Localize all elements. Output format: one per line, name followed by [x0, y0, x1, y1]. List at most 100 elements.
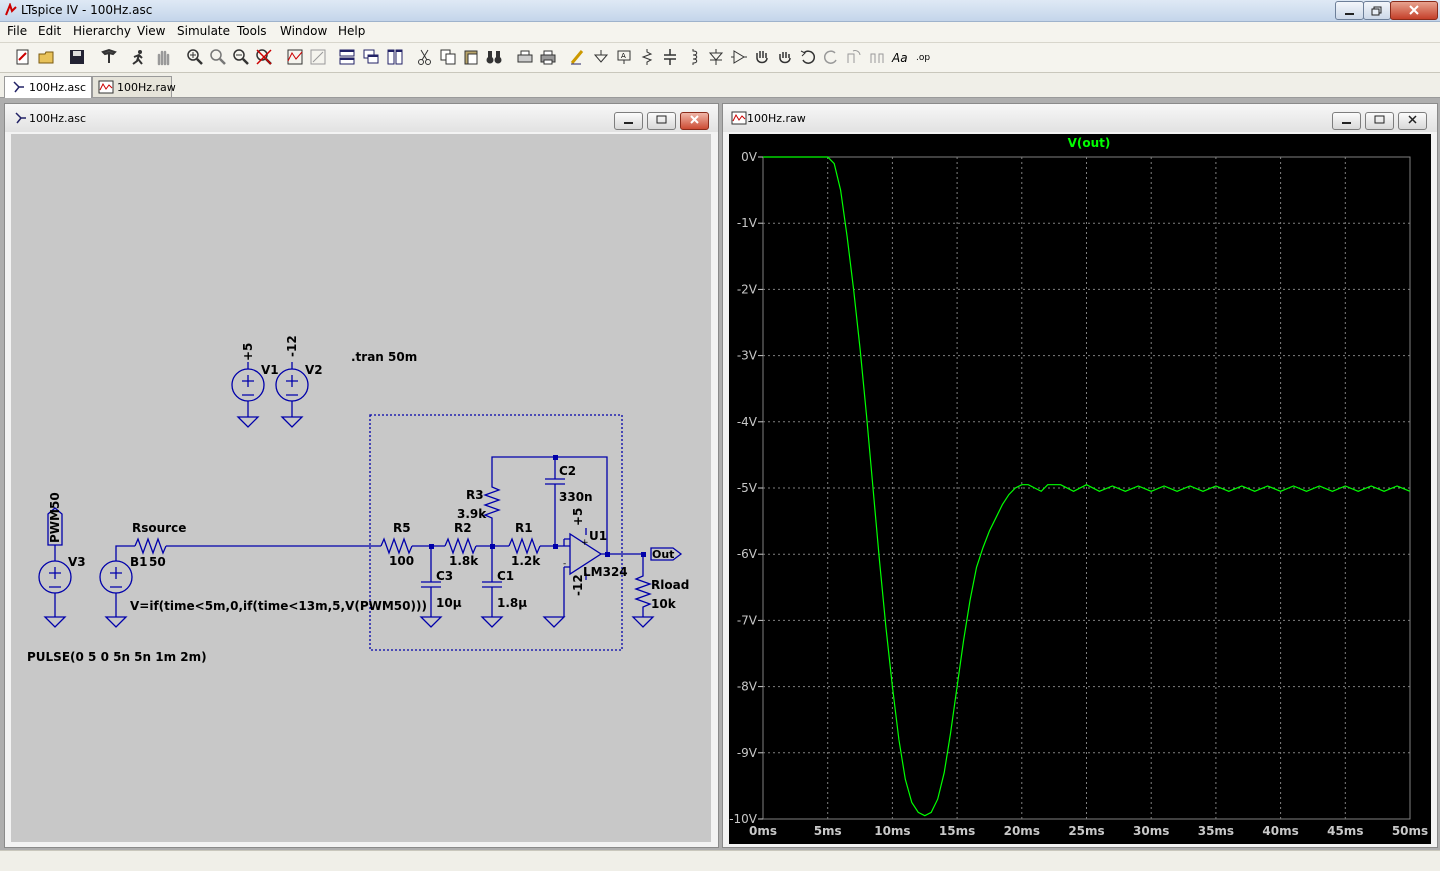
menu-edit[interactable]: Edit: [38, 24, 62, 38]
control-panel-icon[interactable]: [100, 48, 118, 66]
print-setup-icon[interactable]: [516, 48, 534, 66]
trace-vout[interactable]: [763, 156, 1411, 817]
v1-name[interactable]: V1: [261, 363, 279, 377]
menu-help[interactable]: Help: [338, 24, 366, 38]
cascade-icon[interactable]: [362, 48, 380, 66]
spice-directive-icon[interactable]: .op: [914, 48, 932, 66]
zoom-out-icon[interactable]: [232, 48, 250, 66]
halt-icon[interactable]: [154, 48, 172, 66]
mirror-icon[interactable]: [868, 48, 886, 66]
v2-value[interactable]: -12: [285, 335, 299, 357]
window-titlebar: LTspice IV - 100Hz.asc: [0, 0, 1440, 22]
find-icon[interactable]: [485, 48, 503, 66]
restore-button[interactable]: [1363, 1, 1391, 20]
c3-name[interactable]: C3: [436, 569, 453, 583]
u1-name[interactable]: U1: [589, 529, 607, 543]
x-tick-label: 50ms: [1392, 824, 1428, 838]
x-tick-label: 30ms: [1133, 824, 1169, 838]
menu-tools[interactable]: Tools: [237, 24, 267, 38]
print-icon[interactable]: [539, 48, 557, 66]
schematic-icon: [15, 112, 26, 124]
c2-value[interactable]: 330n: [559, 490, 593, 504]
r5-name[interactable]: R5: [393, 521, 411, 535]
redo-icon[interactable]: [822, 48, 840, 66]
schematic-restore-button[interactable]: [647, 112, 676, 130]
schematic-canvas[interactable]: .tran 50m V1 +5 V2 -12 PWM50 V3 PULSE(0 …: [11, 134, 711, 842]
move-icon[interactable]: [753, 48, 771, 66]
menu-hierarchy[interactable]: Hierarchy: [73, 24, 132, 38]
v3-name[interactable]: V3: [68, 555, 86, 569]
tab-100hz-asc[interactable]: 100Hz.asc: [4, 76, 92, 98]
run-icon[interactable]: [130, 48, 148, 66]
draw-wire-icon[interactable]: [569, 48, 587, 66]
b1-value[interactable]: V=if(time<5m,0,if(time<13m,5,V(PWM50))): [130, 599, 427, 613]
trace-name[interactable]: V(out): [1068, 136, 1111, 150]
text-icon[interactable]: Aa: [891, 48, 909, 66]
v2-name[interactable]: V2: [305, 363, 323, 377]
r5-value[interactable]: 100: [389, 554, 414, 568]
c2-name[interactable]: C2: [559, 464, 576, 478]
pwm50-net-label[interactable]: PWM50: [48, 492, 62, 543]
y-tick-label: 0V: [741, 150, 758, 164]
rload-name[interactable]: Rload: [651, 578, 689, 592]
u1-value[interactable]: LM324: [583, 565, 628, 579]
autorange-icon[interactable]: [286, 48, 304, 66]
b1-name[interactable]: B1: [130, 555, 148, 569]
schematic-minimize-button[interactable]: [614, 112, 643, 130]
tran-directive[interactable]: .tran 50m: [351, 350, 417, 364]
zoom-fit-icon[interactable]: [255, 48, 273, 66]
rsource-value[interactable]: 50: [149, 555, 166, 569]
schematic-close-button[interactable]: [680, 112, 709, 130]
rotate-icon[interactable]: [845, 48, 863, 66]
tile-vertical-icon[interactable]: [386, 48, 404, 66]
c1-value[interactable]: 1.8μ: [497, 596, 527, 610]
waveform-restore-button[interactable]: [1365, 112, 1394, 130]
r2-value[interactable]: 1.8k: [449, 554, 479, 568]
waveform-plot[interactable]: V(out) 0V-1V-2V-3V-4V-5V-6V-7V-8V-9V-10V…: [729, 134, 1431, 844]
drag-icon[interactable]: [776, 48, 794, 66]
r3-value[interactable]: 3.9k: [457, 507, 487, 521]
zoom-in-icon[interactable]: [186, 48, 204, 66]
v1-value[interactable]: +5: [241, 343, 255, 361]
out-net-label[interactable]: Out: [652, 548, 674, 561]
component-icon[interactable]: [730, 48, 748, 66]
close-button[interactable]: [1390, 1, 1438, 20]
zoom-pan-icon[interactable]: [209, 48, 227, 66]
tile-horizontal-icon[interactable]: [338, 48, 356, 66]
r2-name[interactable]: R2: [454, 521, 472, 535]
tab-100hz-raw[interactable]: 100Hz.raw: [92, 76, 176, 97]
rload-value[interactable]: 10k: [651, 597, 677, 611]
paste-icon[interactable]: [462, 48, 480, 66]
undo-icon[interactable]: [799, 48, 817, 66]
open-icon[interactable]: [38, 48, 56, 66]
v3-value[interactable]: PULSE(0 5 0 5n 5n 1m 2m): [27, 650, 207, 664]
r1-value[interactable]: 1.2k: [511, 554, 541, 568]
diode-icon[interactable]: [707, 48, 725, 66]
save-icon[interactable]: [68, 48, 86, 66]
rsource-name[interactable]: Rsource: [132, 521, 186, 535]
r3-name[interactable]: R3: [466, 488, 484, 502]
menu-file[interactable]: File: [7, 24, 28, 38]
minimize-icon: [624, 122, 633, 124]
delete-trace-icon[interactable]: [309, 48, 327, 66]
status-bar: [0, 850, 1440, 871]
label-net-icon[interactable]: A: [615, 48, 633, 66]
r1-name[interactable]: R1: [515, 521, 533, 535]
menu-window[interactable]: Window: [280, 24, 328, 38]
c3-value[interactable]: 10μ: [436, 596, 462, 610]
resistor-icon[interactable]: [638, 48, 656, 66]
cut-icon[interactable]: [416, 48, 434, 66]
schematic-junctions: [429, 455, 646, 557]
menu-simulate[interactable]: Simulate: [177, 24, 231, 38]
ground-icon[interactable]: [592, 48, 610, 66]
copy-icon[interactable]: [439, 48, 457, 66]
minimize-button[interactable]: [1335, 1, 1364, 20]
c1-name[interactable]: C1: [497, 569, 514, 583]
inductor-icon[interactable]: [684, 48, 702, 66]
new-schematic-icon[interactable]: [14, 48, 32, 66]
menu-view[interactable]: View: [137, 24, 166, 38]
window-title: LTspice IV - 100Hz.asc: [21, 3, 153, 17]
capacitor-icon[interactable]: [661, 48, 679, 66]
waveform-minimize-button[interactable]: [1332, 112, 1361, 130]
waveform-close-button[interactable]: [1398, 112, 1427, 130]
